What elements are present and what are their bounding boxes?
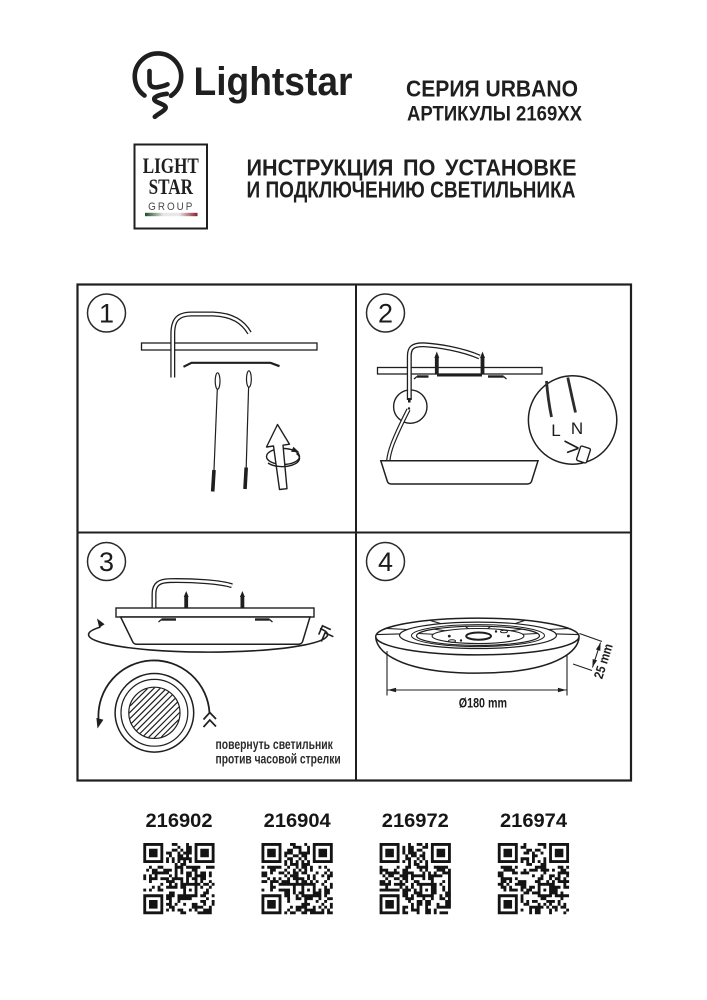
svg-text:Lightstar: Lightstar: [194, 60, 353, 104]
svg-text:4: 4: [378, 547, 393, 577]
svg-text:216972: 216972: [382, 810, 449, 832]
svg-text:216974: 216974: [500, 810, 567, 832]
svg-text:25 mm: 25 mm: [591, 642, 616, 681]
svg-text:STAR: STAR: [149, 175, 194, 200]
svg-text:ИНСТРУКЦИЯ ПО УСТАНОВКЕ: ИНСТРУКЦИЯ ПО УСТАНОВКЕ: [247, 155, 577, 181]
svg-text:АРТИКУЛЫ 2169XX: АРТИКУЛЫ 2169XX: [407, 102, 583, 126]
svg-text:Ø180 mm: Ø180 mm: [459, 696, 507, 711]
svg-text:И ПОДКЛЮЧЕНИЮ СВЕТИЛЬНИКА: И ПОДКЛЮЧЕНИЮ СВЕТИЛЬНИКА: [247, 177, 576, 203]
svg-text:3: 3: [99, 547, 114, 577]
svg-text:повернуть светильник: повернуть светильник: [216, 736, 334, 752]
svg-text:216902: 216902: [146, 810, 213, 832]
svg-text:216904: 216904: [264, 810, 331, 832]
svg-text:2: 2: [378, 299, 393, 329]
svg-text:LIGHT: LIGHT: [143, 154, 200, 179]
svg-text:против часовой стрелки: против часовой стрелки: [216, 750, 341, 766]
svg-text:GROUP: GROUP: [148, 202, 194, 214]
svg-text:СЕРИЯ URBANO: СЕРИЯ URBANO: [406, 76, 578, 102]
svg-text:N: N: [571, 419, 583, 438]
svg-text:1: 1: [99, 299, 114, 329]
svg-text:L: L: [551, 421, 560, 440]
